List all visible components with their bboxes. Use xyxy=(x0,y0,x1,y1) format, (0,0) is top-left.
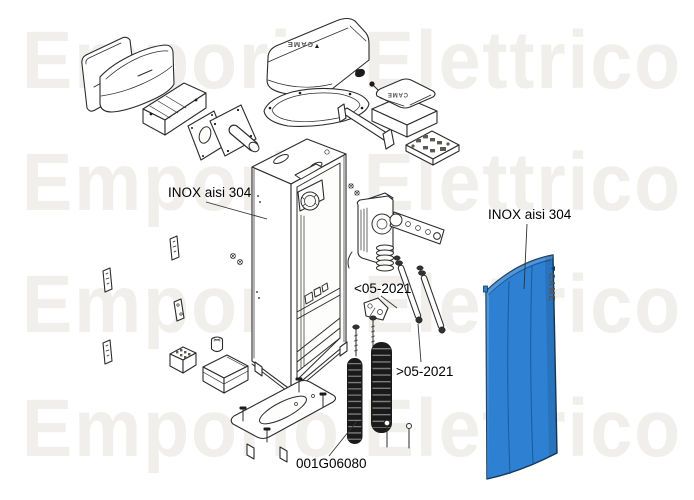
balance-spring-large xyxy=(371,342,392,433)
balance-spring-small xyxy=(347,358,363,444)
cover-shell-part xyxy=(99,44,175,113)
label-version-after: >05-2021 xyxy=(396,364,453,379)
chassis-channel-part xyxy=(142,82,207,136)
worm-gear xyxy=(376,244,394,272)
label-part-code: 001G06080 xyxy=(296,456,367,471)
door-panel-sheet xyxy=(485,254,558,480)
leader-material-right xyxy=(523,223,528,290)
boom-flange-arm xyxy=(389,211,445,245)
control-board-part xyxy=(405,130,460,166)
door-panel-part: CAME xyxy=(483,254,558,480)
top-cap-part: CAME xyxy=(266,17,370,96)
pcb-components xyxy=(411,135,450,153)
tie-rod-new xyxy=(416,265,446,334)
came-logo-cap: CAME xyxy=(287,40,313,49)
came-logo-mark xyxy=(315,44,319,48)
pins xyxy=(383,419,412,449)
tie-rod-old xyxy=(393,255,423,324)
small-plate-part xyxy=(173,298,185,322)
leader-version-after xyxy=(417,323,422,363)
cabinet-part xyxy=(251,138,348,405)
terminal-block-part xyxy=(169,346,197,374)
support-bracket-part xyxy=(337,103,395,150)
came-logo-box: CAME xyxy=(387,91,408,97)
gearmotor-part xyxy=(347,192,445,272)
long-screws xyxy=(352,315,377,357)
watermark-row: Emporio Elettrico xyxy=(22,259,682,350)
label-version-before: <05-2021 xyxy=(354,281,411,296)
control-box-part: CAME xyxy=(371,78,438,138)
leader-material-left xyxy=(205,201,268,220)
base-plate-part xyxy=(230,377,337,463)
came-logo-panel: CAME xyxy=(547,273,557,302)
came-sticker-strips xyxy=(102,235,180,365)
leader-part-code xyxy=(328,420,358,457)
accessory-box-part xyxy=(202,354,249,394)
annotations: INOX aisi 304 INOX aisi 304 <05-2021 >05… xyxy=(168,185,572,471)
watermark-row: Emporio Elettrico xyxy=(22,137,682,228)
release-bracket-part xyxy=(363,297,389,321)
came-logo-mark-panel xyxy=(551,266,555,271)
shaft-plate-part xyxy=(209,104,260,157)
label-material-left: INOX aisi 304 xyxy=(168,185,252,200)
anchor-bolts xyxy=(239,377,327,443)
label-material-right: INOX aisi 304 xyxy=(488,207,572,222)
clip-parts xyxy=(355,68,379,91)
leader-version-before xyxy=(380,295,398,309)
rubber-bumper-part xyxy=(210,336,224,353)
